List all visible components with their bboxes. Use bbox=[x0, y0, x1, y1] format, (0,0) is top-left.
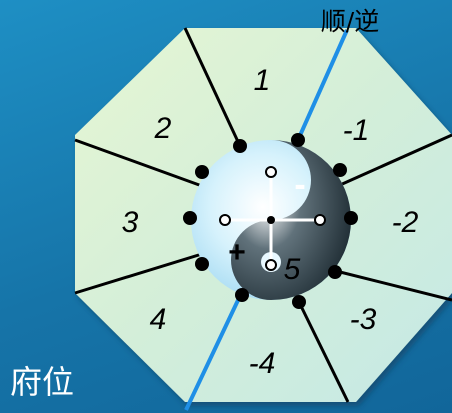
dot-ring bbox=[183, 133, 358, 309]
axis-lower-segment bbox=[184, 295, 242, 411]
sector-dividers bbox=[74, 27, 452, 403]
ring-dot bbox=[195, 165, 209, 179]
cross-end-bottom bbox=[265, 259, 277, 271]
ring-dot bbox=[344, 211, 358, 225]
corner-label: 府位 bbox=[10, 363, 74, 401]
ring-dot bbox=[195, 257, 209, 271]
top-label: 顺/逆 bbox=[321, 7, 379, 36]
cross-end-top bbox=[265, 166, 277, 178]
sector-number-neg3: -3 bbox=[350, 303, 377, 336]
cross-end-left bbox=[219, 214, 231, 226]
sector-number-2: 2 bbox=[154, 112, 172, 145]
sector-number-neg1: -1 bbox=[343, 114, 370, 147]
center-number: 5 bbox=[284, 253, 301, 286]
spoke-left-upper bbox=[74, 138, 203, 188]
ring-dot bbox=[328, 265, 342, 279]
spoke-top-left bbox=[183, 27, 242, 147]
ring-dot bbox=[333, 163, 347, 177]
sector-number-3: 3 bbox=[122, 206, 139, 239]
shun-ni-axis bbox=[184, 29, 349, 411]
ring-dot bbox=[183, 211, 197, 225]
sector-number-neg2: -2 bbox=[392, 206, 419, 239]
ring-dot bbox=[291, 133, 305, 147]
ring-dot bbox=[292, 295, 306, 309]
plus-sign: + bbox=[228, 236, 246, 269]
sector-number-1: 1 bbox=[254, 64, 271, 97]
ring-dot bbox=[235, 288, 249, 302]
sector-number-neg4: -4 bbox=[249, 347, 276, 380]
spoke-left-lower bbox=[74, 252, 203, 295]
minus-sign: - bbox=[294, 166, 305, 204]
cross-end-right bbox=[314, 214, 326, 226]
ring-dot bbox=[233, 139, 247, 153]
spoke-right-lower bbox=[331, 268, 452, 302]
sector-number-4: 4 bbox=[150, 303, 167, 336]
axis-upper-segment bbox=[296, 29, 349, 141]
spoke-right-upper bbox=[339, 133, 452, 187]
spoke-bottom-right bbox=[297, 301, 350, 403]
cross-center-dot bbox=[267, 216, 275, 224]
cross-ends bbox=[219, 166, 326, 271]
